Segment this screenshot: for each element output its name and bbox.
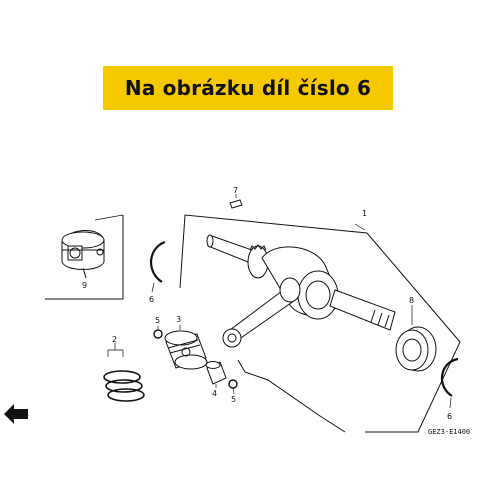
crankshaft-drawing	[206, 223, 396, 348]
callout-5-lower: 5	[231, 395, 236, 404]
piston-drawing	[164, 325, 208, 370]
callout-labels: 1 2 3 4 5 5 6 6 7 8 9 FR. GEZ3-E1400	[16, 186, 470, 436]
callout-2: 2	[112, 335, 117, 344]
piston-ring-set-drawing	[103, 343, 145, 402]
callout-6-left: 6	[149, 295, 154, 304]
piston-pin-drawing	[205, 361, 227, 388]
piston-assembly-drawing	[61, 230, 105, 279]
banner-text: Na obrázku díl číslo 6	[124, 76, 372, 100]
bearing-drawing	[395, 305, 437, 372]
callout-8: 8	[409, 296, 414, 305]
callout-9: 9	[82, 281, 87, 290]
front-arrow-icon	[4, 404, 28, 424]
callout-6-right: 6	[447, 412, 452, 421]
piston-assembly-bracket	[45, 214, 124, 300]
callout-7: 7	[233, 186, 238, 195]
diagram-code: GEZ3-E1400	[428, 428, 470, 436]
woodruff-key	[229, 194, 243, 209]
callout-1: 1	[362, 209, 367, 218]
callout-5-upper: 5	[155, 316, 160, 325]
front-marker-label: FR.	[16, 410, 29, 418]
crankshaft-group-outline	[179, 214, 461, 433]
callout-3: 3	[176, 315, 181, 324]
piston-pin-clip-lower	[228, 379, 238, 395]
circlip-right	[441, 357, 459, 409]
callout-4: 4	[212, 389, 217, 398]
part-number-banner: Na obrázku díl číslo 6	[103, 66, 393, 110]
piston-pin-clip-upper	[153, 326, 163, 339]
circlip-left	[150, 240, 166, 293]
